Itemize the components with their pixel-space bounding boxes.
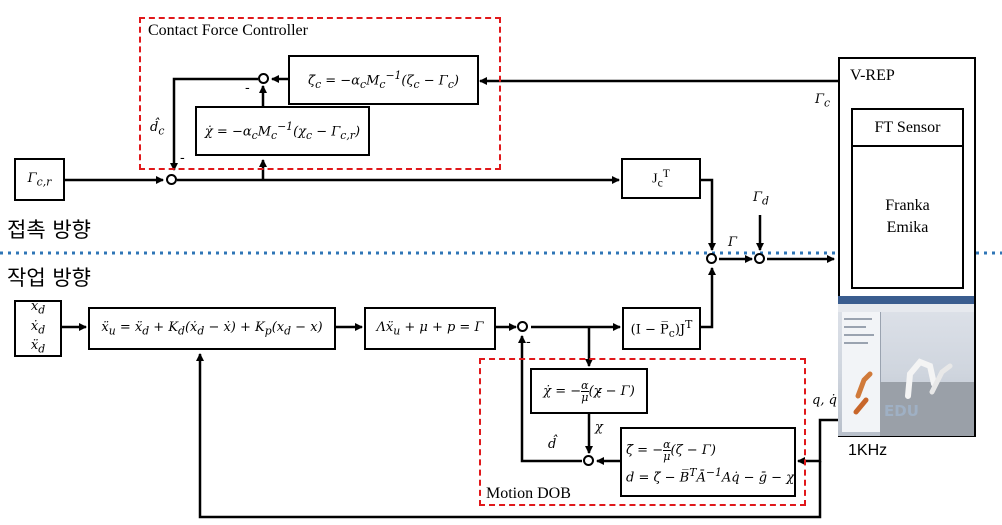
screenshot-tree-line [844,318,872,320]
franka-emika-label: Franka Emika [885,197,930,236]
screenshot-scene-tree [842,312,881,432]
rate-label: 1KHz [848,442,888,459]
chi-signal: χ [595,420,603,435]
wire-q-to-dob [797,418,838,465]
minus-sign-dob: - [597,384,602,400]
wire-proj-to-junction [701,267,716,329]
q-qdot-signal: q, q̇ [812,393,837,408]
contact-direction-label: 접촉 방향 [7,218,91,242]
gamma-d-signal: Γd [753,190,769,208]
gamma-c-signal: Γc [815,92,831,110]
chi-c-block: χ̇ = −αcMc−1(χc − Γc,r) [195,106,370,156]
wire-dhat-c [170,77,258,171]
xu-block: ẍu = ẍd + Kd(ẋd − ẋ) + Kp(xd − x) [88,307,336,350]
screenshot-menubar [838,304,974,312]
franka-emika-box: Franka Emika [851,145,964,289]
projection-block: (I − P̅c)JT [622,307,701,350]
screenshot-titlebar [838,296,974,304]
contact-force-controller-label: Contact Force Controller [148,22,308,39]
lambda-block: Λẍu + μ + p = Γ [364,307,496,350]
contact-force-controller-region [139,17,501,170]
wire-feedback-loop [196,353,822,519]
screenshot-tree-line [844,326,866,328]
screenshot-tree-line [844,334,874,336]
minus-sign-main: - [526,334,531,350]
gamma-cr-block: Γc,r [14,158,65,201]
motion-dob-region [479,358,806,506]
minus-sign-top: - [245,80,250,96]
dhat-c-signal: d̂c [150,120,165,138]
ft-sensor-label: FT Sensor [874,118,941,136]
work-direction-label: 작업 방향 [7,266,91,290]
motion-dob-label: Motion DOB [486,485,571,502]
sum-junction-cr [166,174,177,185]
wire-jct-to-junction [701,178,716,251]
edu-watermark: EDU [884,402,919,420]
zeta-c-block: ζ̇c = −αcMc−1(ζc − Γc) [288,55,479,105]
gamma-signal: Γ [728,235,738,250]
screenshot-tree-line [844,342,868,344]
wire-dhat [518,335,582,463]
robot-arm-icon [853,358,953,415]
minus-sign-cr: - [180,150,185,166]
vrep-screenshot: EDU [838,296,974,436]
vrep-title: V-REP [850,67,895,84]
dhat-signal: d̂ [548,437,557,452]
sum-junction-top [258,73,269,84]
screenshot-floor [880,382,974,436]
sum-junction-dob [583,455,594,466]
jc-transpose-block: JcT [621,158,701,199]
sum-junction-gammad [754,253,765,264]
sum-junction-main [517,321,528,332]
sum-junction-gamma [706,253,717,264]
ft-sensor-box: FT Sensor [851,108,964,147]
